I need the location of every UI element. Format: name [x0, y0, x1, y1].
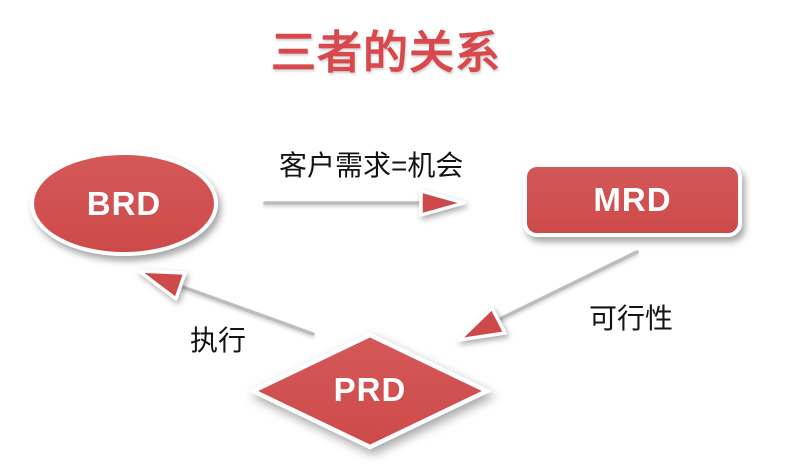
edge-label-brd-to-mrd: 客户需求=机会: [279, 150, 464, 181]
page-title: 三者的关系: [271, 27, 502, 78]
arrowhead-down-left-icon: [457, 306, 507, 342]
node-prd-shape: [247, 332, 493, 450]
arrow-mrd-to-prd: [457, 250, 639, 342]
arrowhead-up-left-icon: [137, 269, 187, 301]
node-mrd-label: MRD: [593, 181, 672, 218]
node-brd-label: BRD: [86, 184, 162, 222]
arrow-prd-to-brd-line: [178, 284, 315, 336]
edge-label-mrd-to-prd: 可行性: [589, 303, 674, 334]
arrow-brd-to-mrd: [263, 189, 466, 217]
node-prd-label: PRD: [333, 371, 407, 408]
arrow-prd-to-brd: [137, 269, 315, 336]
node-brd: BRD: [30, 151, 218, 256]
edge-label-prd-to-brd: 执行: [190, 325, 247, 356]
node-mrd: MRD: [523, 163, 742, 237]
arrow-mrd-to-prd-line: [496, 250, 639, 322]
arrowhead-right-icon: [419, 189, 466, 217]
